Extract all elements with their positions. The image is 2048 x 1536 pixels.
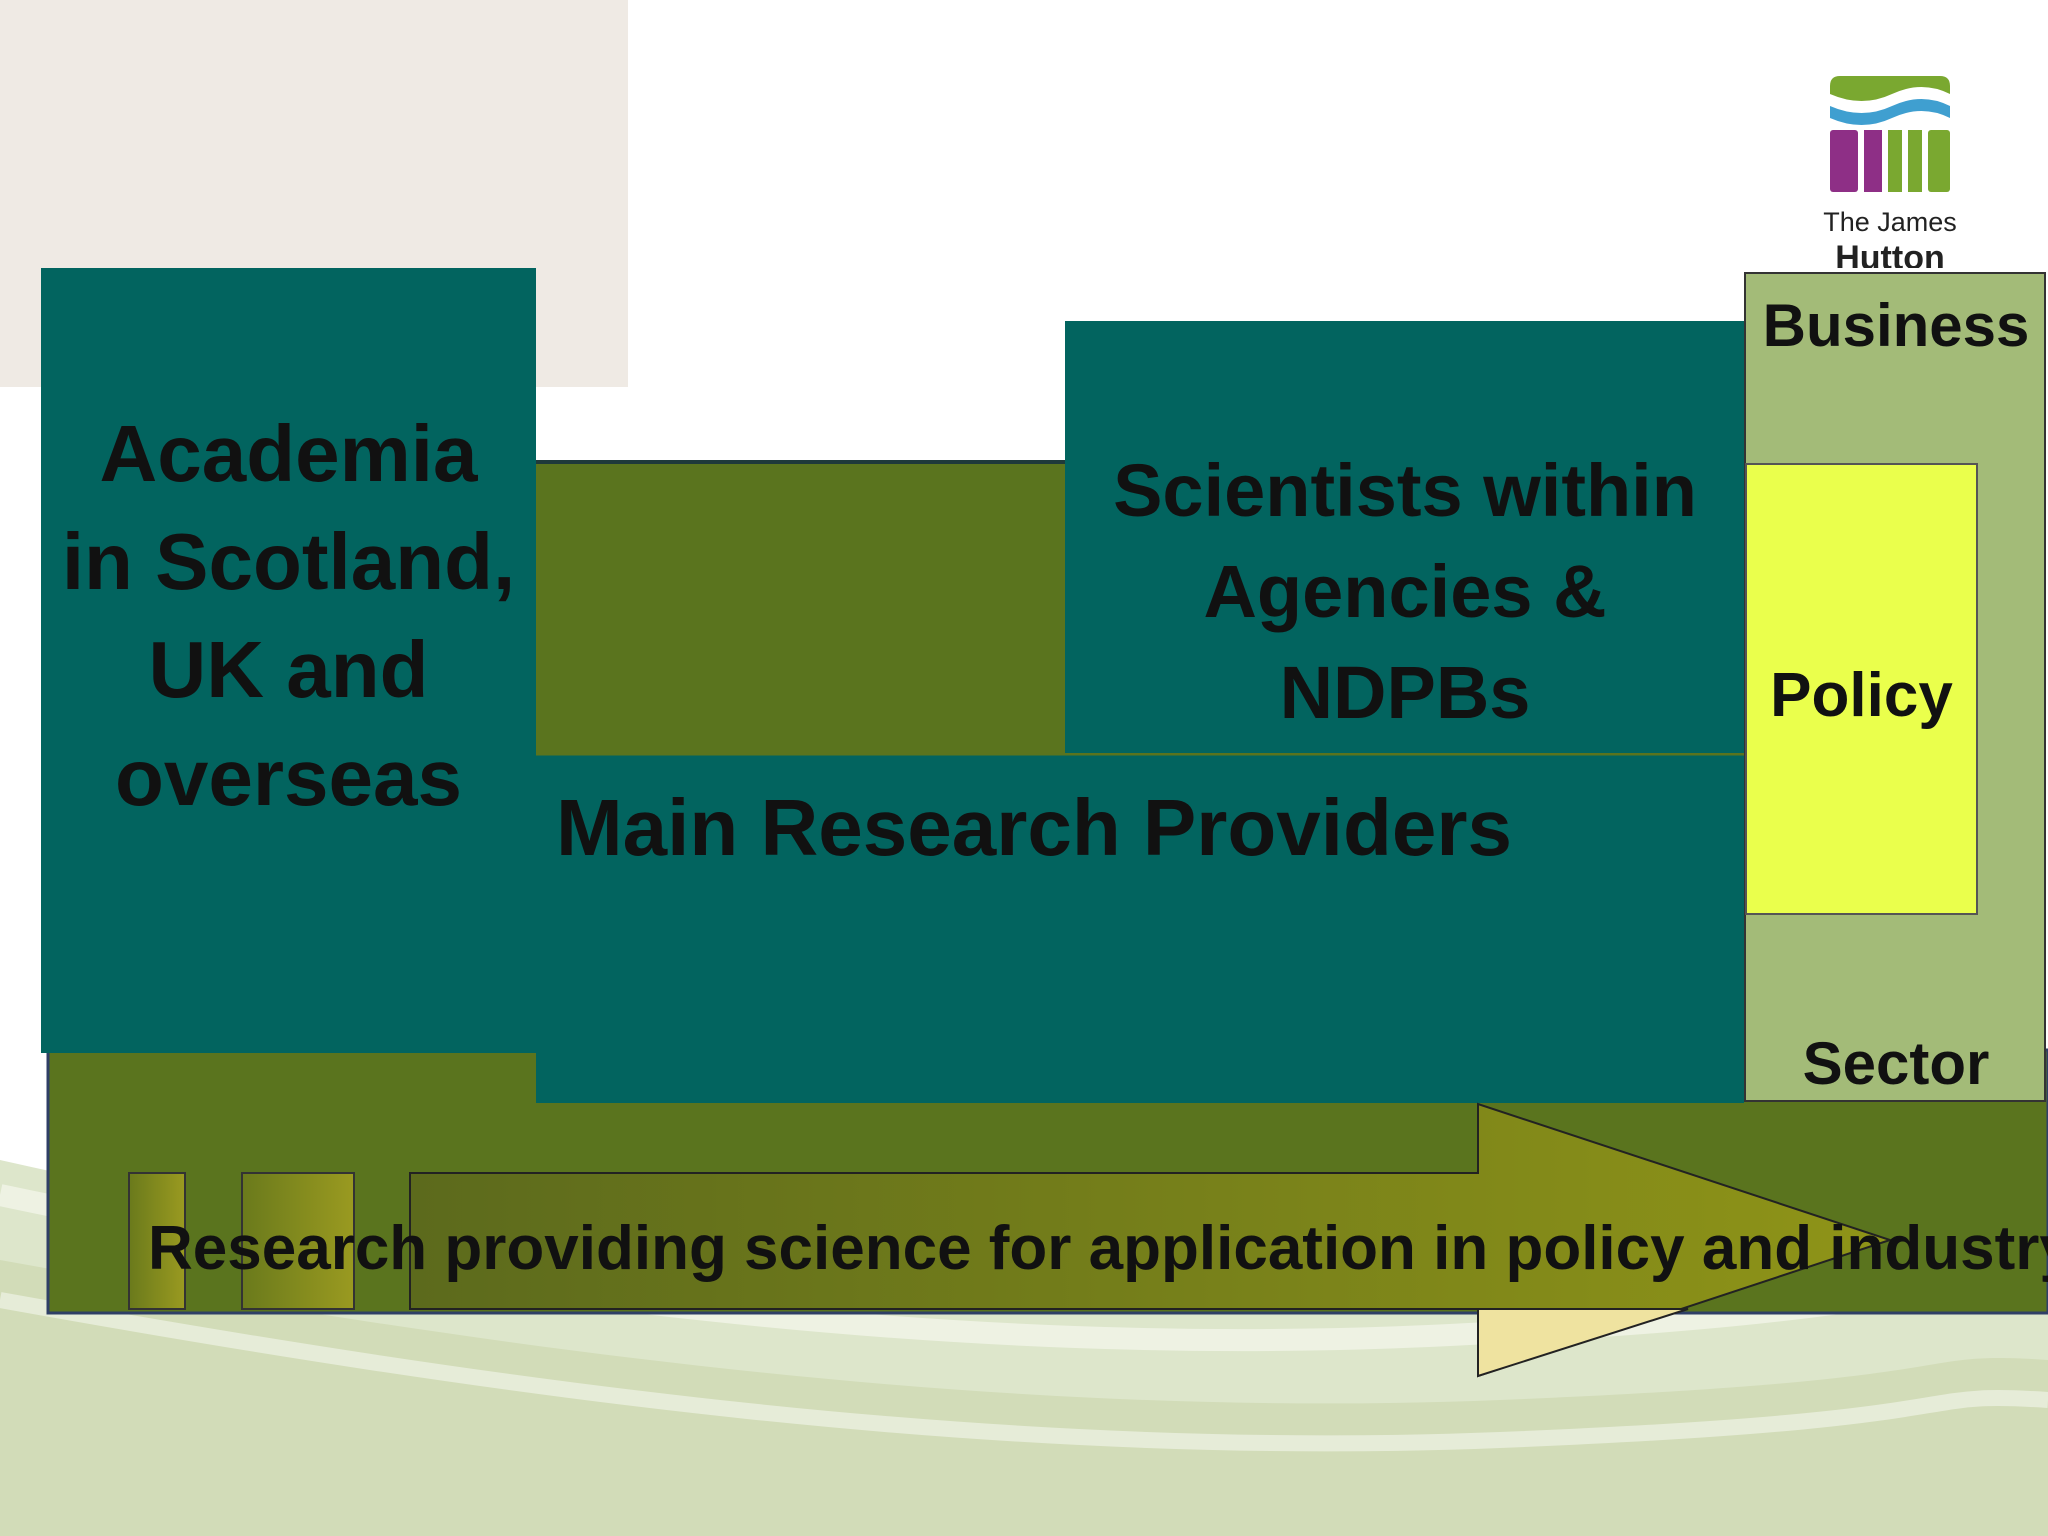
sector-label: Sector: [1802, 1030, 1990, 1097]
academia-line: in Scotland,: [61, 517, 516, 606]
olive-middle-panel: [536, 461, 1065, 753]
academia-line: overseas: [115, 733, 462, 822]
scientists-box: [1065, 321, 1745, 753]
scientists-line: Agencies &: [1203, 550, 1607, 633]
academia-line: Academia: [99, 409, 478, 498]
background-swoosh: [0, 1260, 2048, 1536]
business-label: Business: [1762, 292, 2030, 359]
logo-text-line-2: Hutton: [1835, 239, 1945, 268]
policy-label: Policy: [1770, 661, 1953, 730]
academia-line: UK and: [148, 625, 429, 714]
academia-label: Academia in Scotland, UK and overseas: [41, 400, 536, 832]
scientists-label: Scientists within Agencies & NDPBs: [1065, 440, 1745, 743]
main-research-providers-label: Main Research Providers: [556, 783, 1512, 872]
policy-box: [1745, 463, 1978, 915]
small-research-block: [128, 1172, 186, 1310]
scientists-line: NDPBs: [1279, 651, 1531, 734]
academia-box: [41, 268, 536, 1053]
james-hutton-logo-icon: [1828, 72, 1950, 196]
logo-text-line-1: The James: [1823, 207, 1957, 237]
research-arrow-label: Research providing science for applicati…: [148, 1214, 2048, 1283]
scientists-line: Scientists within: [1113, 449, 1697, 532]
research-arrow-underside: [1477, 1308, 1689, 1378]
main-research-providers-panel: [536, 753, 1744, 1103]
background-swoosh: [0, 1292, 2048, 1452]
small-research-block: [241, 1172, 355, 1310]
